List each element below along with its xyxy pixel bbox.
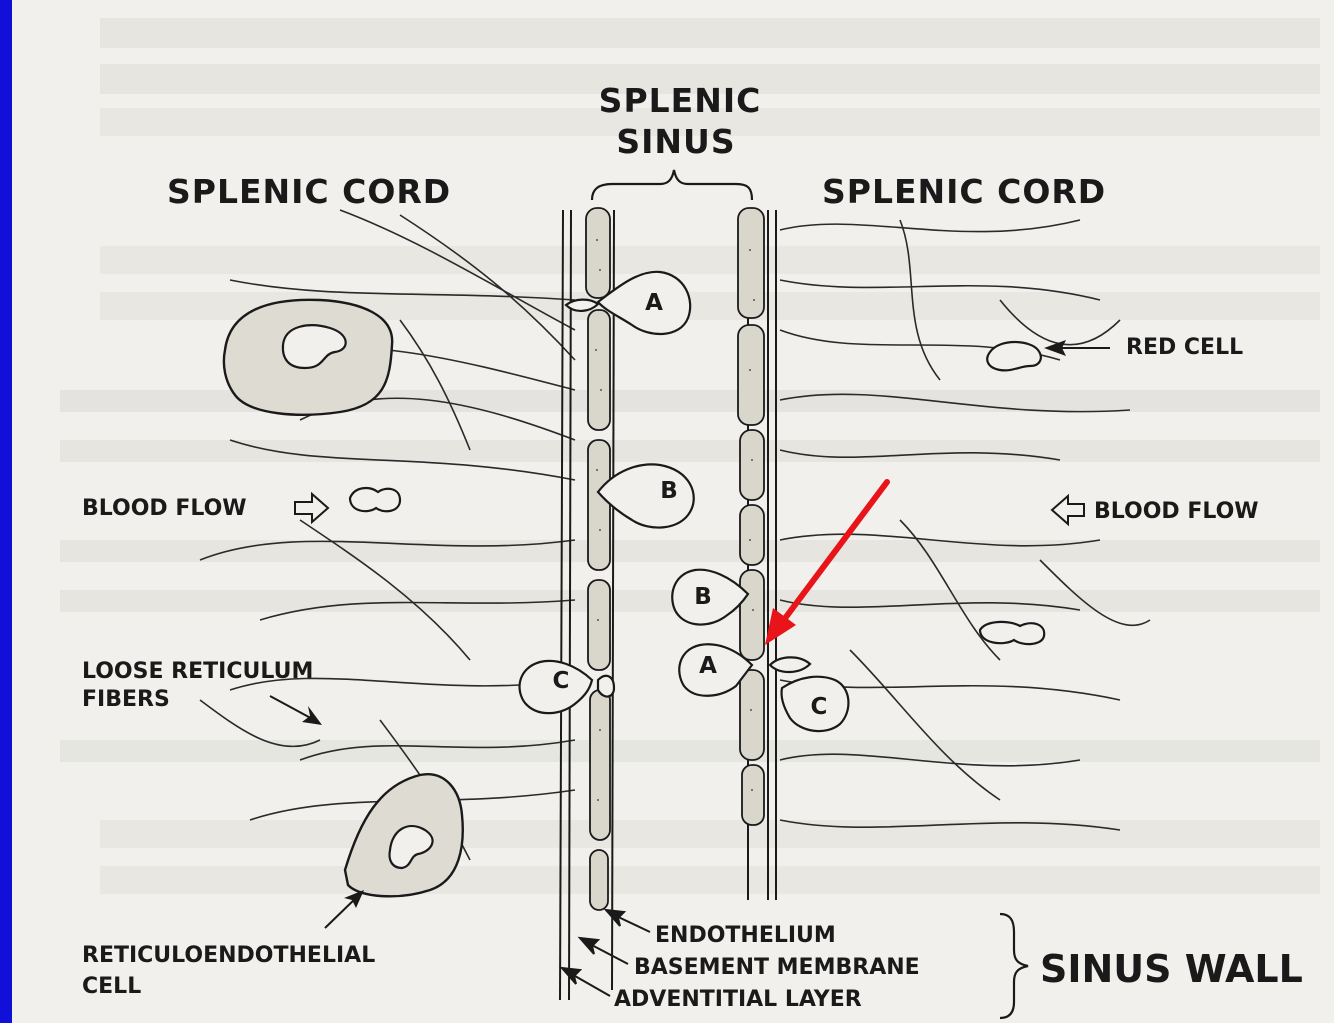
- reticuloendothelial-cell-lower: [345, 774, 463, 896]
- blood-flow-right-arrow-icon: [1052, 496, 1084, 524]
- loose-reticulum-pointer-icon: [270, 696, 322, 725]
- label-adventitial-layer: ADVENTITIAL LAYER: [614, 987, 862, 1012]
- sinus-wall-brace: [1000, 914, 1028, 1018]
- label-reticuloendothelial-line1: RETICULOENDOTHELIAL: [82, 943, 375, 968]
- blood-flow-left-arrow-icon: [295, 494, 328, 522]
- label-endothelium: ENDOTHELIUM: [655, 923, 836, 948]
- label-splenic-cord-left: SPLENIC CORD: [167, 172, 451, 211]
- marker-a-top: A: [645, 290, 663, 316]
- marker-a-lower: A: [699, 653, 717, 679]
- label-loose-reticulum-line1: LOOSE RETICULUM: [82, 659, 313, 684]
- marker-b-lower: B: [694, 584, 712, 610]
- label-basement-membrane: BASEMENT MEMBRANE: [634, 955, 920, 980]
- label-splenic-sinus-line2: SINUS: [616, 122, 735, 161]
- marker-b-top: B: [660, 478, 678, 504]
- marker-c-left: C: [553, 668, 570, 694]
- label-loose-reticulum-line2: FIBERS: [82, 687, 170, 712]
- sinus-wall-pointer-icons: [562, 910, 650, 996]
- spleen-sinus-diagram: A B B A C C SPLENIC SINUS SPLENIC CORD S…: [12, 0, 1334, 1023]
- label-splenic-cord-right: SPLENIC CORD: [822, 172, 1106, 211]
- label-sinus-wall: SINUS WALL: [1040, 947, 1303, 991]
- figure-panel: A B B A C C SPLENIC SINUS SPLENIC CORD S…: [12, 0, 1334, 1023]
- marker-c-right: C: [811, 694, 828, 720]
- sinus-bracket: [592, 170, 752, 200]
- label-red-cell: RED CELL: [1126, 335, 1243, 360]
- label-reticuloendothelial-line2: CELL: [82, 974, 141, 999]
- reticuloendothelial-pointer-icon: [325, 890, 364, 928]
- reticuloendothelial-cell-upper: [224, 300, 392, 415]
- label-splenic-sinus-line1: SPLENIC: [599, 81, 762, 120]
- highlight-arrow-icon: [765, 482, 887, 645]
- label-blood-flow-right: BLOOD FLOW: [1094, 499, 1259, 524]
- label-blood-flow-left: BLOOD FLOW: [82, 496, 247, 521]
